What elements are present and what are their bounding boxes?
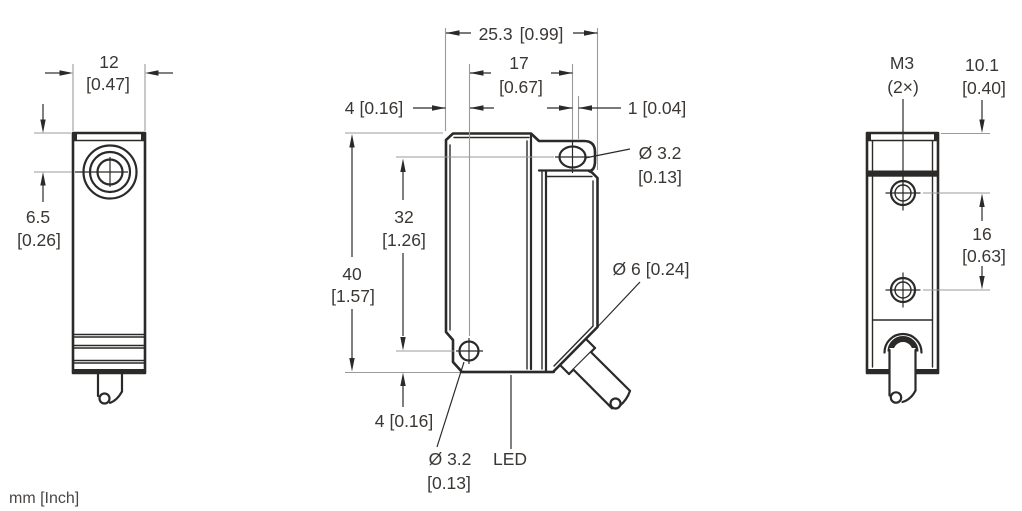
- dim-side-hole-offset: 17 [0.67]: [470, 53, 573, 97]
- callout-back-thread: M3 (2×): [887, 53, 919, 186]
- dim-label: 25.3[0.99]: [479, 24, 564, 44]
- callout-side-cable: Ø 6[0.24]: [588, 259, 690, 337]
- callout-label-inch: [0.13]: [427, 473, 471, 493]
- dim-side-front-gap: 4[0.16]: [345, 98, 494, 118]
- side-extension-lines: [345, 28, 599, 374]
- dim-label-inch: [0.26]: [17, 230, 61, 250]
- dim-side-hole-span: 32 [1.26]: [382, 158, 426, 351]
- callout-side-led: LED: [493, 375, 527, 469]
- front-rim-cap-left: [73, 133, 77, 141]
- back-cable: [883, 332, 923, 404]
- dim-label-inch: [0.40]: [962, 78, 1006, 98]
- thread-label: M3: [890, 53, 914, 73]
- dim-label: 4[0.16]: [345, 98, 404, 118]
- dim-side-rear-gap: 1[0.04]: [547, 98, 686, 118]
- front-rim-cap-right: [141, 133, 145, 141]
- led-label: LED: [493, 449, 527, 469]
- front-sensing-face: [75, 144, 138, 200]
- back-rim-cap-left: [867, 133, 871, 141]
- dim-label: 17: [509, 53, 528, 73]
- dim-label: 12: [99, 52, 118, 72]
- back-thread-hole-bottom: [885, 272, 921, 308]
- side-internal-edges: [449, 132, 594, 374]
- dim-front-center-offset: 6.5 [0.26]: [17, 104, 72, 250]
- side-top-mount-hole: [555, 141, 590, 173]
- thread-count-label: (2×): [887, 77, 919, 97]
- callout-label: Ø 3.2: [429, 449, 472, 469]
- dim-label-inch: [1.57]: [331, 286, 375, 306]
- dim-label: 10.1: [965, 55, 999, 75]
- back-view: M3 (2×) 10.1 [0.40] 16 [0.63]: [865, 53, 1006, 404]
- back-rim-cap-right: [934, 133, 938, 141]
- front-gland-bands: [73, 333, 145, 374]
- side-body: [444, 132, 599, 374]
- dim-front-width: 12 [0.47]: [45, 52, 173, 131]
- units-label: mm [Inch]: [9, 490, 79, 507]
- callout-label: Ø 6[0.24]: [612, 259, 689, 279]
- dim-label-inch: [0.63]: [962, 246, 1006, 266]
- dim-side-depth: 25.3[0.99]: [446, 24, 598, 44]
- callout-side-bottom-hole: Ø 3.2 [0.13]: [427, 361, 472, 493]
- front-cable: [96, 373, 124, 405]
- dim-label: 6.5: [26, 207, 50, 227]
- dim-label: 4[0.16]: [375, 411, 434, 431]
- dim-label-inch: [1.26]: [382, 230, 426, 250]
- side-bottom-mount-hole: [456, 338, 483, 364]
- side-view: 25.3[0.99] 17 [0.67] 4[0.16] 1[0.04]: [331, 24, 689, 493]
- dim-label: 16: [972, 224, 991, 244]
- dim-label-inch: [0.67]: [499, 77, 543, 97]
- dim-label-inch: [0.47]: [86, 74, 130, 94]
- front-body: [71, 131, 147, 375]
- side-cable: [558, 337, 632, 410]
- dim-side-bottom-gap: 4[0.16]: [375, 372, 434, 431]
- dim-label: 32: [394, 207, 413, 227]
- dim-label: 40: [342, 264, 362, 284]
- callout-label: Ø 3.2: [639, 143, 682, 163]
- dim-back-top-offset: 10.1 [0.40]: [923, 55, 1006, 221]
- dim-side-height: 40 [1.57]: [331, 134, 375, 372]
- callout-side-top-hole: Ø 3.2 [0.13]: [584, 143, 682, 187]
- front-view: 12 [0.47] 6.5 [0.26]: [17, 52, 173, 405]
- callout-label-inch: [0.13]: [638, 167, 682, 187]
- dim-back-hole-span: 16 [0.63]: [923, 224, 1006, 291]
- dim-label: 1[0.04]: [628, 98, 687, 118]
